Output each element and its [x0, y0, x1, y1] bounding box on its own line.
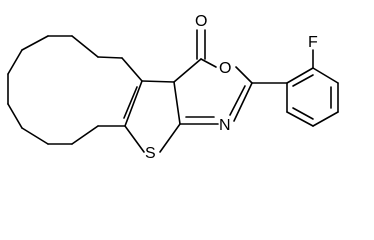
- phenyl-bond: [286, 67, 314, 84]
- thiophene-bond: [173, 81, 181, 125]
- macrocycle-ring: [7, 35, 143, 145]
- macrocycle-bond: [7, 49, 23, 75]
- thiophene-bond: [159, 123, 181, 153]
- phenyl-bond: [312, 111, 339, 127]
- macrocycle-bond: [121, 57, 143, 82]
- ring-nitrogen-label: N: [219, 117, 231, 134]
- ring-oxygen-label: O: [219, 60, 231, 77]
- phenyl-double-bond: [292, 74, 314, 87]
- macrocycle-bond: [97, 56, 123, 59]
- oxazinone-bond: [200, 58, 217, 68]
- thiophene-double-bond: [123, 86, 138, 119]
- imine-double-bond: [229, 85, 246, 116]
- thiophene-ring: [123, 80, 181, 153]
- phenyl-bond: [312, 67, 339, 84]
- oxazinone-bond: [235, 66, 253, 84]
- thiophene-bond: [124, 80, 143, 127]
- carbonyl-oxygen-label: O: [195, 13, 207, 30]
- chemical-structure-canvas: O O N S F: [7, 13, 339, 162]
- fluorine-label: F: [308, 34, 318, 51]
- thiophene-sulfur-label: S: [145, 145, 156, 162]
- macrocycle-bond: [21, 127, 49, 145]
- thiophene-bond: [141, 80, 175, 83]
- molecule-drawing: O O N S F: [7, 13, 339, 162]
- oxazinone-ring: [173, 29, 253, 125]
- macrocycle-bond: [21, 35, 49, 51]
- macrocycle-bond: [71, 35, 99, 58]
- phenyl-bond: [286, 111, 314, 127]
- macrocycle-bond: [7, 103, 23, 129]
- macrocycle-bond: [71, 125, 99, 145]
- thiophene-bond: [124, 125, 145, 153]
- fluorophenyl-ring: [286, 49, 339, 127]
- imine-double-bond: [233, 82, 253, 122]
- oxazinone-bond: [173, 58, 202, 83]
- phenyl-double-bond: [292, 107, 314, 120]
